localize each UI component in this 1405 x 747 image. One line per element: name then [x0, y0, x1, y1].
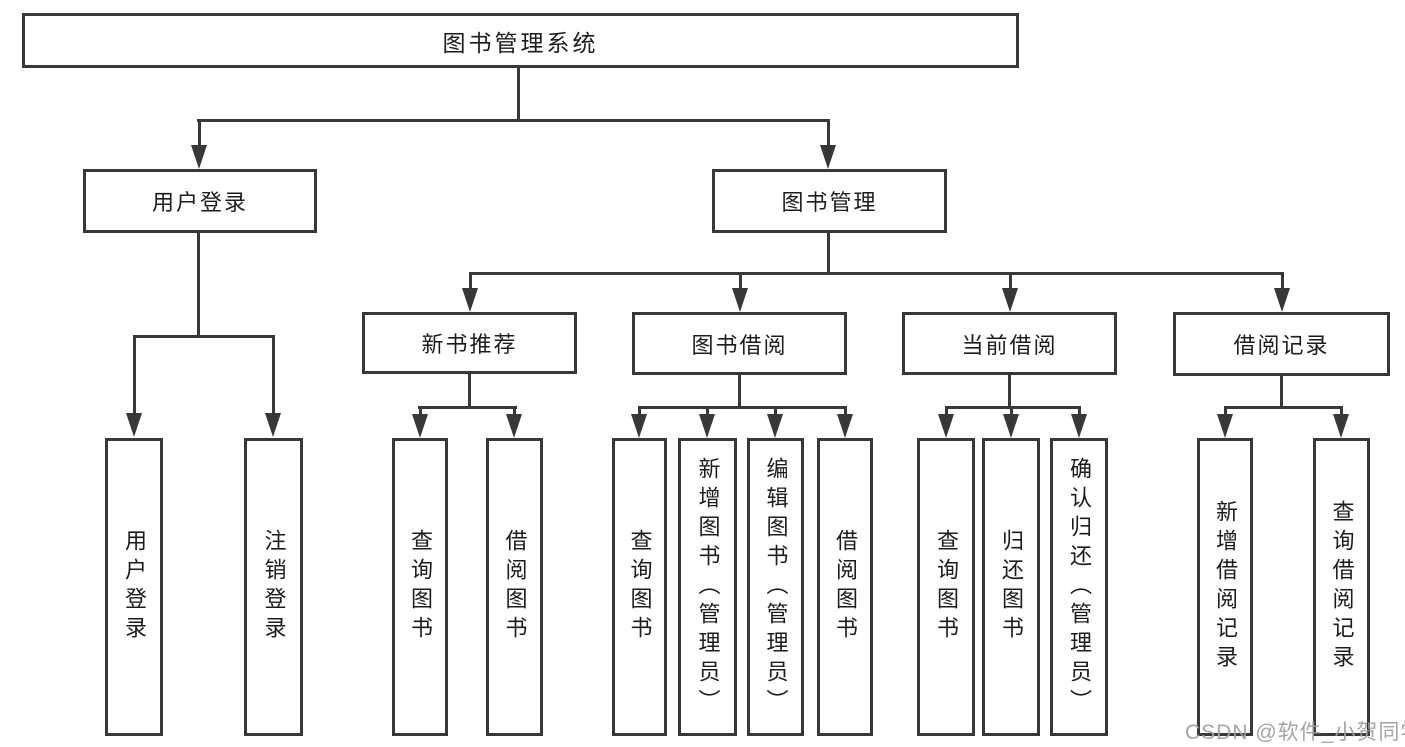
connector-new-book-rail — [418, 406, 517, 409]
arrow-down-icon — [631, 406, 647, 438]
node-user-login: 用户登录 — [83, 169, 317, 233]
arrow-down-icon — [1003, 406, 1019, 438]
connector-book-management-stem — [827, 233, 830, 275]
leaf-query-books: 查询图书 — [392, 438, 448, 736]
connector-user-login-stem — [197, 233, 200, 338]
connector-new-book-stem — [468, 374, 471, 409]
connector-book-borrowing-rail — [638, 406, 846, 409]
node-book-borrowing: 图书借阅 — [632, 312, 847, 375]
leaf-add-book-admin: 新增图书（管理员） — [678, 438, 737, 736]
leaf-label: 归还图书 — [999, 529, 1024, 645]
leaf-logout: 注销登录 — [244, 438, 303, 736]
arrow-down-icon — [1217, 406, 1233, 438]
arrow-down-icon — [938, 406, 954, 438]
leaf-query-books: 查询图书 — [612, 438, 667, 736]
arrow-down-icon — [265, 335, 281, 437]
leaf-label: 注销登录 — [261, 529, 287, 645]
leaf-borrow-books: 借阅图书 — [486, 438, 543, 736]
connector-current-borrowing-stem — [1008, 375, 1011, 409]
leaf-label: 查询借阅记录 — [1329, 500, 1355, 674]
leaf-return-books: 归还图书 — [982, 438, 1040, 736]
arrow-down-icon — [506, 406, 522, 438]
connector-borrowing-records-stem — [1280, 376, 1283, 409]
arrow-down-icon — [1333, 406, 1349, 438]
connector-level2-rail — [469, 272, 1283, 275]
leaf-label: 查询图书 — [627, 529, 653, 645]
arrow-down-icon — [191, 119, 207, 169]
leaf-confirm-return-admin: 确认归还（管理员） — [1050, 438, 1108, 736]
node-new-book-recommendation: 新书推荐 — [362, 312, 577, 374]
leaf-label: 新增图书（管理员） — [695, 456, 721, 718]
leaf-label: 确认归还（管理员） — [1067, 456, 1092, 718]
leaf-label: 用户登录 — [122, 529, 147, 645]
connector-current-borrowing-rail — [945, 406, 1081, 409]
connector-user-login-rail — [133, 335, 275, 338]
arrow-down-icon — [732, 272, 748, 312]
leaf-query-borrow-record: 查询借阅记录 — [1313, 438, 1370, 736]
arrow-down-icon — [837, 406, 853, 438]
leaf-edit-book-admin: 编辑图书（管理员） — [747, 438, 804, 736]
arrow-down-icon — [1071, 406, 1087, 438]
leaf-label: 借阅图书 — [502, 529, 528, 645]
leaf-label: 编辑图书（管理员） — [763, 456, 789, 718]
node-library-management-system: 图书管理系统 — [22, 13, 1019, 68]
leaf-label: 查询图书 — [934, 529, 959, 645]
arrow-down-icon — [820, 119, 836, 169]
arrow-down-icon — [462, 272, 478, 312]
node-borrowing-records: 借阅记录 — [1173, 312, 1390, 376]
leaf-add-borrow-record: 新增借阅记录 — [1197, 438, 1253, 736]
connector-level1-rail — [197, 119, 830, 122]
leaf-user-login: 用户登录 — [105, 438, 163, 736]
connector-root-stem — [517, 68, 520, 122]
csdn-watermark: CSDN @软件_小贺同学 — [1185, 721, 1405, 744]
leaf-query-books: 查询图书 — [917, 438, 975, 736]
node-book-management: 图书管理 — [712, 169, 947, 233]
leaf-label: 查询图书 — [408, 529, 433, 645]
leaf-label: 新增借阅记录 — [1213, 500, 1238, 674]
arrow-down-icon — [767, 406, 783, 438]
leaf-borrow-books: 借阅图书 — [817, 438, 873, 736]
connector-borrowing-records-rail — [1224, 406, 1343, 409]
node-current-borrowing: 当前借阅 — [902, 312, 1117, 375]
arrow-down-icon — [699, 406, 715, 438]
arrow-down-icon — [412, 406, 428, 438]
leaf-label: 借阅图书 — [833, 529, 858, 645]
arrow-down-icon — [126, 335, 142, 437]
arrow-down-icon — [1002, 272, 1018, 312]
connector-book-borrowing-stem — [738, 375, 741, 409]
arrow-down-icon — [1274, 272, 1290, 312]
